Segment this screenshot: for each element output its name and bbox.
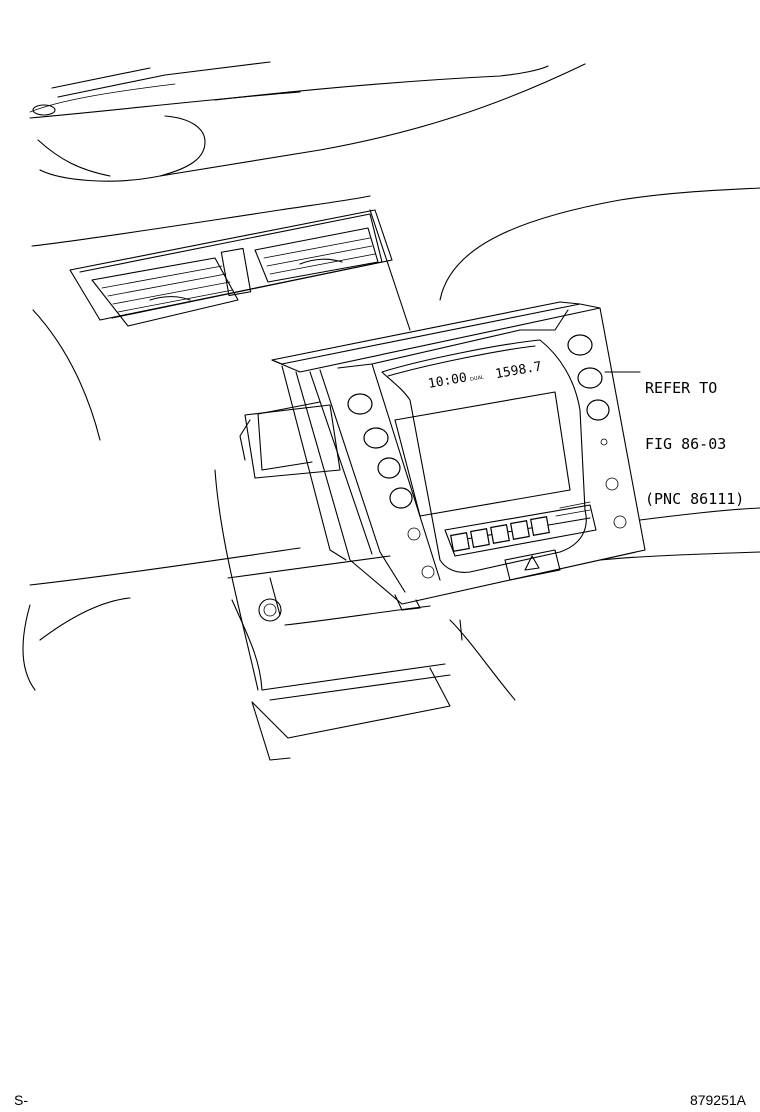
center-air-vents — [70, 210, 410, 330]
dashboard-top — [30, 62, 760, 440]
svg-text:DUAL: DUAL — [470, 374, 485, 382]
callout-line-3: (PNC 86111) — [645, 490, 745, 508]
center-console — [23, 405, 760, 760]
refer-to-callout: REFER TO FIG 86-03 (PNC 86111) — [645, 342, 744, 527]
integration-panel: 10:00 1598.7 DUAL — [258, 302, 645, 610]
callout-line-1: REFER TO — [645, 379, 718, 397]
figure-number: 879251A — [689, 1092, 746, 1108]
footer-left-code: S- — [14, 1092, 28, 1108]
svg-text:1598.7: 1598.7 — [494, 359, 543, 382]
svg-text:10:00: 10:00 — [427, 370, 468, 392]
callout-line-2: FIG 86-03 — [645, 434, 727, 453]
